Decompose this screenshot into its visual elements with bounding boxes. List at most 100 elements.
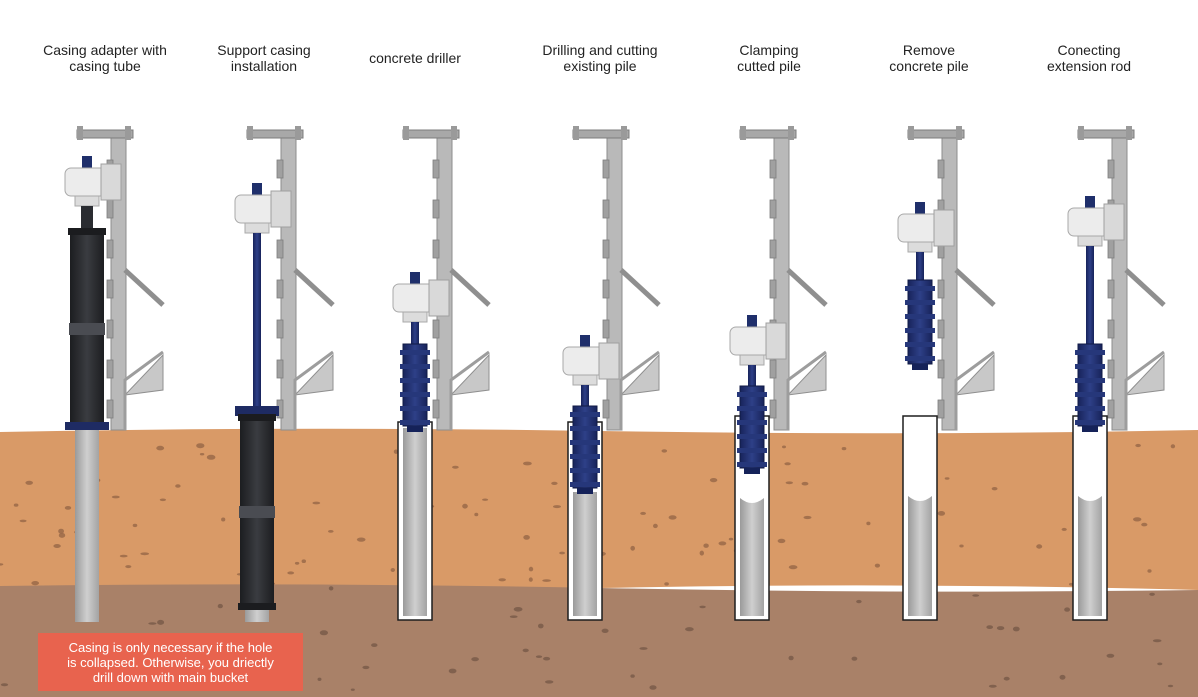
rotary-head	[897, 202, 955, 253]
mast-head	[76, 129, 134, 139]
pile-cutting-tool	[570, 405, 600, 494]
pebble	[148, 622, 157, 625]
pebble	[1149, 592, 1155, 596]
pebble	[462, 503, 468, 509]
tool-tip	[744, 468, 760, 474]
tool-ring	[570, 482, 600, 487]
mast-arm-rail	[1124, 350, 1165, 430]
mast-head-cap	[247, 126, 253, 140]
mast-arm	[1124, 353, 1165, 396]
kelly-bar	[916, 252, 924, 282]
casing-top-flange	[68, 228, 106, 235]
pebble	[777, 538, 786, 544]
step-2-rig	[234, 126, 335, 622]
concrete-pile	[1078, 496, 1102, 616]
mast-bracket	[276, 319, 284, 339]
pebble	[709, 478, 718, 483]
mast	[76, 126, 165, 431]
rotary-collar	[572, 374, 598, 386]
tool-ring	[400, 406, 430, 411]
kelly-bar	[581, 385, 589, 408]
pebble	[664, 582, 669, 586]
mast-arm-rail	[293, 350, 334, 430]
pebble	[551, 481, 558, 485]
tool-ring	[737, 406, 767, 411]
pebble	[206, 454, 216, 460]
pebble	[1012, 626, 1020, 632]
mast-bracket	[106, 359, 114, 379]
mast-stay	[954, 268, 996, 307]
step-1-rig	[64, 126, 165, 622]
pebble	[58, 532, 66, 538]
mast-bracket	[602, 319, 610, 339]
rotary-collar	[739, 354, 765, 366]
pebble	[328, 586, 334, 591]
mast-bracket	[432, 359, 440, 379]
mast-head-cap	[788, 126, 794, 140]
pebble	[448, 668, 457, 674]
mast-bracket	[769, 399, 777, 419]
rotary-head	[1067, 196, 1125, 247]
mast-bracket	[276, 359, 284, 379]
rotary-head	[64, 156, 122, 207]
mast-head-cap	[1126, 126, 1132, 140]
pebble	[630, 545, 635, 551]
rotary-side-box	[100, 163, 122, 201]
pebble	[653, 523, 658, 529]
mast-bracket	[769, 239, 777, 259]
pebble	[25, 480, 33, 485]
pebble	[140, 552, 150, 556]
mast-bracket	[602, 199, 610, 219]
pile-cut-top	[908, 496, 932, 501]
tool-ring	[737, 462, 767, 467]
mast-stay	[619, 268, 661, 307]
pebble	[1133, 517, 1142, 522]
mast-head-cap	[908, 126, 914, 140]
pebble	[528, 577, 533, 582]
tool-ring	[905, 314, 935, 319]
mast-bracket	[276, 279, 284, 299]
mast-arm-rail	[123, 350, 164, 430]
pebble	[221, 517, 226, 522]
mast-bracket	[106, 399, 114, 419]
pebble	[64, 506, 72, 510]
mast-stay	[786, 268, 828, 307]
rotary-side-box	[598, 342, 620, 380]
pebble	[661, 449, 668, 453]
pebble	[301, 559, 306, 563]
pebble	[1147, 569, 1152, 573]
kelly-top	[82, 156, 92, 170]
rig-steps	[64, 126, 1166, 622]
pebble	[668, 515, 677, 520]
mast-stay	[449, 268, 491, 307]
pebble	[350, 688, 355, 691]
casing-tube	[68, 228, 106, 430]
pebble	[630, 674, 635, 678]
pebble	[601, 628, 609, 633]
pebble	[474, 512, 479, 517]
pebble	[523, 461, 532, 466]
pebble	[640, 511, 646, 515]
tool-ring	[905, 356, 935, 361]
mast-stay	[1124, 268, 1166, 307]
kelly-bar	[411, 322, 419, 346]
tool-ring	[1075, 364, 1105, 369]
pebble	[685, 627, 694, 632]
pebble	[959, 544, 964, 548]
concrete-pile	[573, 492, 597, 616]
pebble	[156, 445, 165, 451]
tool-ring	[905, 342, 935, 347]
pebble	[784, 462, 791, 466]
rotary-side-box	[1103, 203, 1125, 241]
mast-bracket	[276, 159, 284, 179]
tool-ring	[400, 392, 430, 397]
concrete-pile	[740, 498, 764, 616]
rotary-side-box	[765, 322, 787, 360]
kelly-top	[747, 315, 757, 329]
step-4-rig	[562, 126, 661, 621]
tool-body	[907, 279, 933, 365]
tool-ring	[737, 420, 767, 425]
concrete-pile	[908, 496, 932, 616]
mast-bracket	[432, 159, 440, 179]
